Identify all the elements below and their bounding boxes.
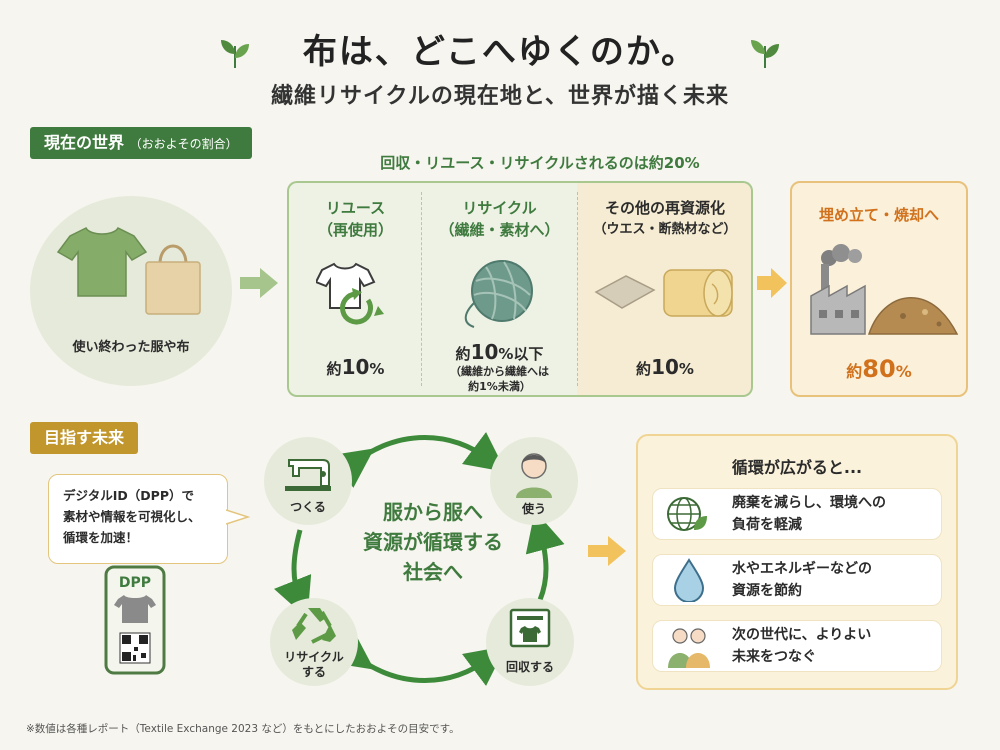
benefit-text-3: 次の世代に、よりよい 未来をつなぐ bbox=[732, 627, 872, 665]
recycle-title: リサイクル （繊維・素材へ） bbox=[439, 199, 560, 239]
phone-dpp-label: DPP bbox=[118, 575, 152, 591]
person-icon bbox=[516, 453, 552, 498]
divider-1 bbox=[421, 192, 422, 386]
footnote: ※数値は各種レポート（Textile Exchange 2023 など）をもとに… bbox=[26, 723, 460, 735]
globe-leaf-icon bbox=[667, 497, 707, 531]
current-world-tag: 現在の世界 （おおよその割合） bbox=[30, 127, 252, 159]
node-recycle-label: リサイクル する bbox=[284, 650, 344, 679]
node-use bbox=[490, 437, 578, 525]
water-drop-icon bbox=[673, 558, 705, 602]
arrow-right-orange-icon bbox=[757, 268, 787, 298]
other-title: その他の再資源化 （ウエス・断熱材など） bbox=[593, 199, 737, 237]
reuse-title: リユース （再使用） bbox=[317, 199, 393, 239]
landfill-title: 埋め立て・焼却へ bbox=[818, 206, 939, 224]
circular-society-text: 服から服へ 資源が循環する 社会へ bbox=[363, 500, 503, 584]
divider-2 bbox=[577, 192, 578, 386]
node-collect-label: 回収する bbox=[505, 660, 554, 674]
factory-landfill-icon bbox=[810, 244, 959, 335]
dpp-speech-bubble: デジタルID（DPP）で 素材や情報を可視化し、 循環を加速！ bbox=[48, 474, 228, 564]
benefit-text-1: 廃棄を減らし、環境への 負荷を軽減 bbox=[732, 495, 886, 533]
recycle-icon bbox=[292, 608, 336, 644]
recycle-fiber-note: （繊維から繊維へは 約1%未満） bbox=[450, 365, 549, 393]
shirt-recycle-icon bbox=[316, 262, 384, 325]
arrow-right-icon bbox=[240, 268, 278, 298]
tote-bag-icon bbox=[145, 244, 201, 315]
tshirt-icon bbox=[56, 226, 148, 297]
page-subtitle: 繊維リサイクルの現在地と、世界が描く未来 bbox=[270, 84, 730, 109]
collection-rate-note: 回収・リユース・リサイクルされるのは約20% bbox=[380, 154, 700, 172]
cycle-arrows bbox=[274, 432, 565, 686]
node-make bbox=[264, 437, 352, 525]
sewing-machine-icon bbox=[285, 459, 331, 491]
landfill-box bbox=[790, 181, 968, 397]
bubble-tail bbox=[226, 509, 250, 525]
current-world-tag-note: （おおよその割合） bbox=[129, 137, 238, 151]
family-icon bbox=[668, 628, 710, 668]
node-use-label: 使う bbox=[521, 502, 546, 516]
benefits-title: 循環が広がると... bbox=[731, 458, 863, 477]
benefit-text-2: 水やエネルギーなどの 資源を節約 bbox=[732, 561, 872, 599]
other-percent: 約10% bbox=[636, 355, 694, 379]
yarn-ball-icon bbox=[464, 260, 533, 328]
node-make-label: つくる bbox=[290, 500, 326, 514]
rag-insulation-icon bbox=[594, 269, 733, 317]
future-tag: 目指す未来 bbox=[30, 422, 139, 454]
landfill-percent: 約80% bbox=[846, 355, 912, 383]
collection-box-icon bbox=[509, 608, 551, 648]
used-clothes-label: 使い終わった服や布 bbox=[72, 340, 190, 355]
leaf-icon-right bbox=[751, 40, 779, 69]
recycle-percent: 約10%以下 bbox=[455, 340, 544, 364]
arrow-right-future-icon bbox=[588, 536, 626, 566]
reuse-percent: 約10% bbox=[326, 355, 385, 379]
phone-dpp-icon bbox=[104, 565, 166, 675]
leaf-icon-left bbox=[221, 40, 249, 69]
page-title: 布は、どこへゆくのか。 bbox=[302, 32, 698, 72]
